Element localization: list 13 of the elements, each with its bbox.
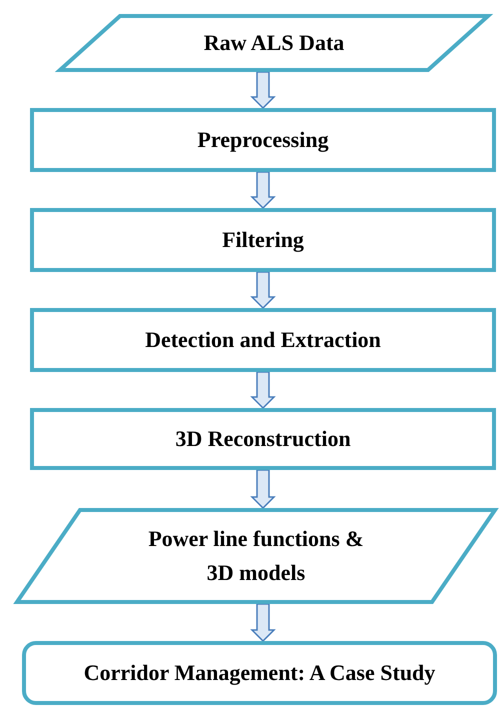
step-label: Power line functions & 3D models bbox=[147, 524, 365, 587]
block-arrow bbox=[250, 171, 276, 210]
block-arrow bbox=[250, 71, 276, 110]
block-arrow bbox=[250, 271, 276, 310]
step-label: Corridor Management: A Case Study bbox=[84, 658, 436, 687]
step-label: Filtering bbox=[222, 226, 304, 254]
step-label: Raw ALS Data bbox=[204, 28, 344, 57]
block-arrow bbox=[250, 603, 276, 642]
block-arrow bbox=[250, 469, 276, 510]
step-label: Preprocessing bbox=[197, 126, 329, 154]
step-label: Detection and Extraction bbox=[145, 326, 381, 354]
block-arrow bbox=[250, 371, 276, 410]
step-label: 3D Reconstruction bbox=[175, 424, 351, 453]
